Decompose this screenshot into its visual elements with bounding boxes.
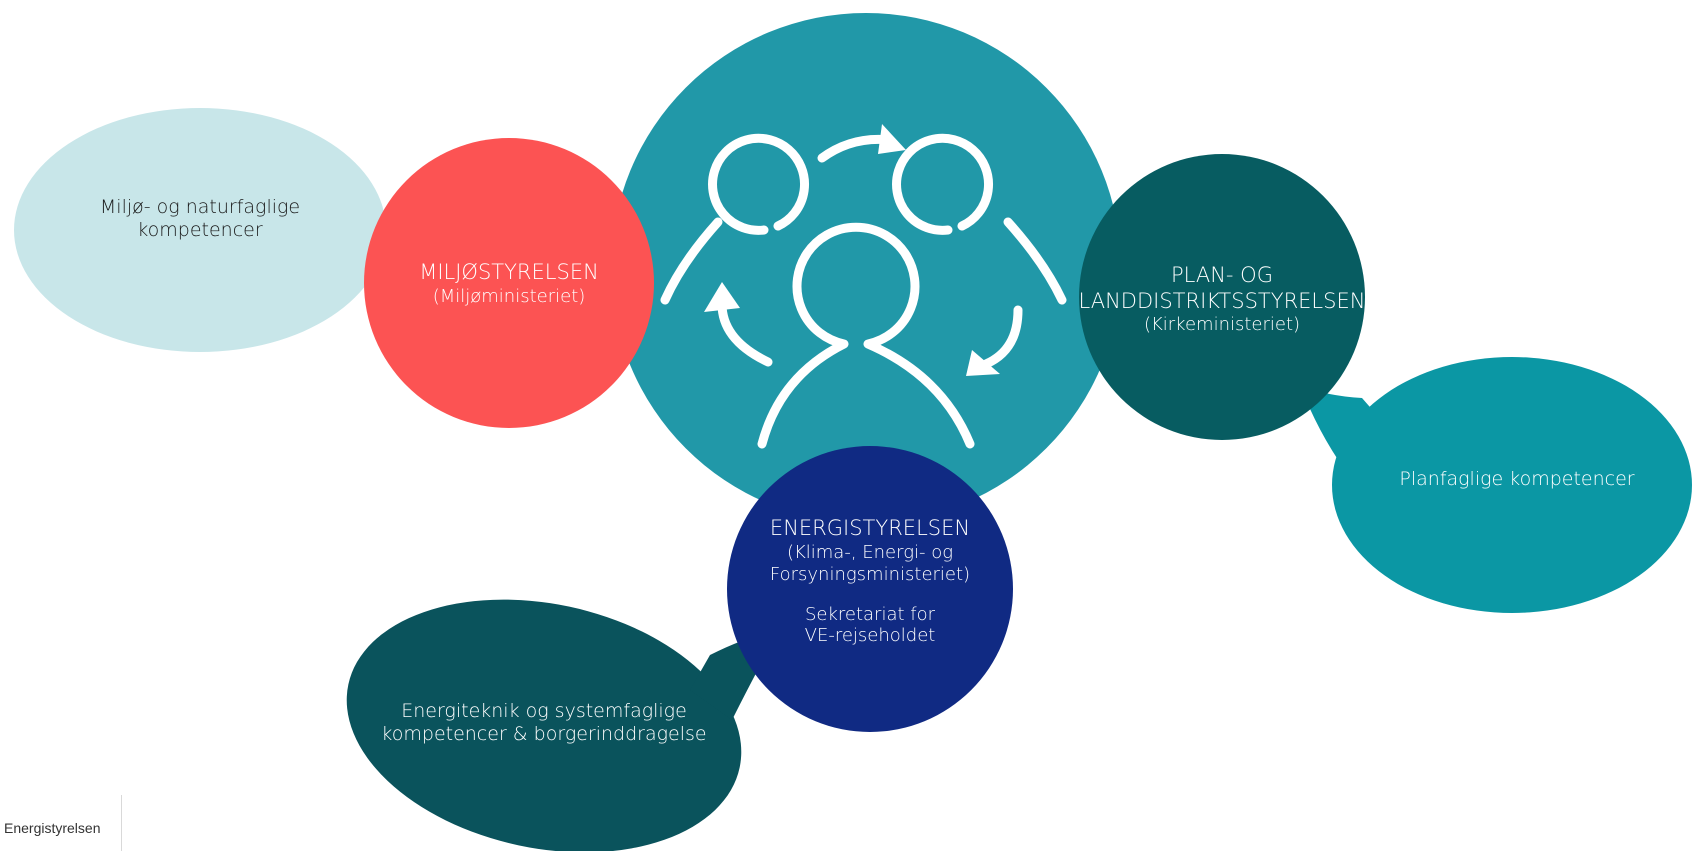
plan-circle bbox=[1079, 154, 1365, 440]
plan-speech-bubble bbox=[1300, 357, 1692, 613]
energi-node-note-line2: VE-rejseholdet bbox=[804, 625, 936, 647]
miljo-bubble-label: Miljø- og naturfaglige kompetencer bbox=[60, 196, 340, 242]
plan-node-subtitle: (Kirkeministeriet) bbox=[1143, 314, 1301, 336]
energi-bubble-label: Energiteknik og systemfaglige kompetence… bbox=[364, 700, 724, 746]
plan-node-title-line2: LANDDISTRIKTSSTYRELSEN bbox=[1078, 288, 1366, 313]
energi-node-subtitle-line1: (Klima-, Energi- og bbox=[786, 541, 954, 563]
people-collaboration-icon bbox=[660, 133, 1067, 449]
miljo-node-subtitle: (Miljøministeriet) bbox=[432, 285, 586, 307]
miljo-circle bbox=[364, 138, 654, 428]
energi-circle bbox=[727, 446, 1013, 732]
energi-node-note-line1: Sekretariat for bbox=[804, 603, 936, 625]
miljo-bubble-line2: kompetencer bbox=[137, 219, 263, 242]
plan-bubble-label: Planfaglige kompetencer bbox=[1372, 468, 1662, 491]
plan-node-label: PLAN- OG LANDDISTRIKTSSTYRELSEN (Kirkemi… bbox=[1072, 263, 1372, 336]
energi-node-title: ENERGISTYRELSEN bbox=[769, 516, 971, 540]
energi-node-subtitle-line2: Forsyningsministeriet) bbox=[769, 563, 971, 585]
miljo-node-title: MILJØSTYRELSEN bbox=[419, 260, 599, 284]
footer-divider bbox=[121, 795, 122, 851]
plan-bubble-line1: Planfaglige kompetencer bbox=[1399, 468, 1635, 490]
arrowheads bbox=[704, 124, 1000, 376]
miljo-bubble-line1: Miljø- og naturfaglige bbox=[99, 196, 301, 218]
plan-node-title-line1: PLAN- OG bbox=[1171, 263, 1273, 287]
energi-bubble-line1: Energiteknik og systemfaglige bbox=[401, 700, 687, 722]
energi-bubble-line2: kompetencer & borgerinddragelse bbox=[381, 723, 707, 746]
energi-node-label: ENERGISTYRELSEN (Klima-, Energi- og Fors… bbox=[740, 516, 1000, 647]
miljo-node-label: MILJØSTYRELSEN (Miljøministeriet) bbox=[389, 260, 629, 308]
footer-org-name: Energistyrelsen bbox=[4, 820, 101, 836]
